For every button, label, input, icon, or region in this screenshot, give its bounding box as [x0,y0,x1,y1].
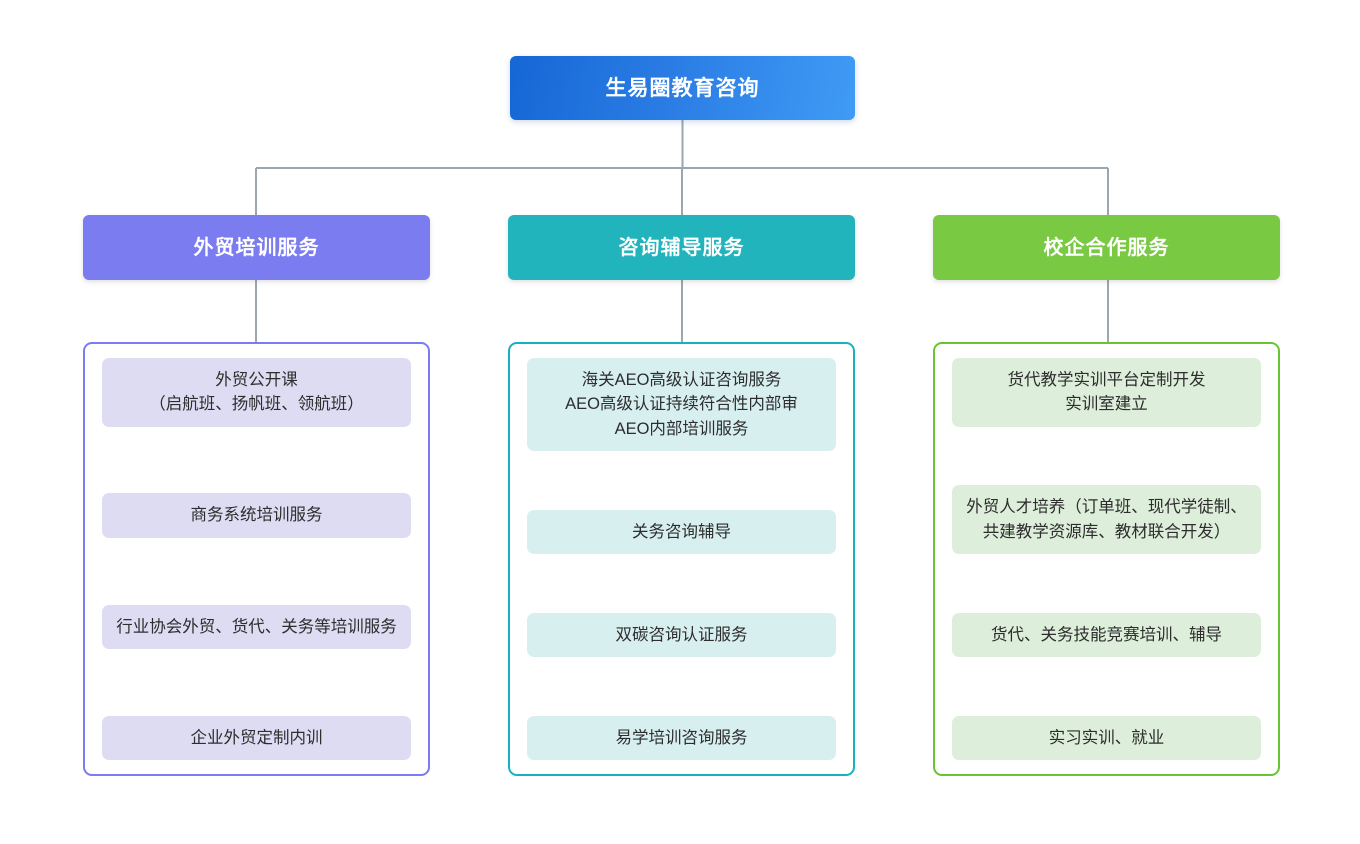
category-header-1[interactable]: 咨询辅导服务 [508,215,855,280]
category-header-0[interactable]: 外贸培训服务 [83,215,430,280]
category-header-label-1: 咨询辅导服务 [618,236,745,259]
branch-column-2: 校企合作服务 货代教学实训平台定制开发 实训室建立 外贸人才培养（订单班、现代学… [933,215,1280,776]
item-box[interactable]: 货代、关务技能竞赛培训、辅导 [952,612,1261,658]
item-box[interactable]: 企业外贸定制内训 [102,715,411,760]
branch-column-1: 咨询辅导服务 海关AEO高级认证咨询服务 AEO高级认证持续符合性内部审 AEO… [508,215,855,776]
item-box[interactable]: 海关AEO高级认证咨询服务 AEO高级认证持续符合性内部审 AEO内部培训服务 [527,358,836,452]
item-box[interactable]: 易学培训咨询服务 [527,715,836,760]
item-box[interactable]: 实习实训、就业 [952,715,1261,760]
item-box[interactable]: 外贸公开课 （启航班、扬帆班、领航班） [102,358,411,427]
root-node[interactable]: 生易圈教育咨询 [510,56,855,120]
items-container-0: 外贸公开课 （启航班、扬帆班、领航班） 商务系统培训服务 行业协会外贸、货代、关… [83,342,430,776]
root-node-label: 生易圈教育咨询 [605,76,760,100]
item-box[interactable]: 商务系统培训服务 [102,493,411,538]
item-box[interactable]: 货代教学实训平台定制开发 实训室建立 [952,358,1261,427]
item-box[interactable]: 关务咨询辅导 [527,509,836,555]
items-container-2: 货代教学实训平台定制开发 实训室建立 外贸人才培养（订单班、现代学徒制、共建教学… [933,342,1280,776]
branch-column-0: 外贸培训服务 外贸公开课 （启航班、扬帆班、领航班） 商务系统培训服务 行业协会… [83,215,430,776]
items-container-1: 海关AEO高级认证咨询服务 AEO高级认证持续符合性内部审 AEO内部培训服务 … [508,342,855,776]
item-box[interactable]: 双碳咨询认证服务 [527,612,836,658]
category-header-label-0: 外贸培训服务 [193,236,320,259]
category-header-2[interactable]: 校企合作服务 [933,215,1280,280]
item-box[interactable]: 行业协会外贸、货代、关务等培训服务 [102,604,411,649]
item-box[interactable]: 外贸人才培养（订单班、现代学徒制、共建教学资源库、教材联合开发） [952,485,1261,555]
category-header-label-2: 校企合作服务 [1043,236,1170,259]
